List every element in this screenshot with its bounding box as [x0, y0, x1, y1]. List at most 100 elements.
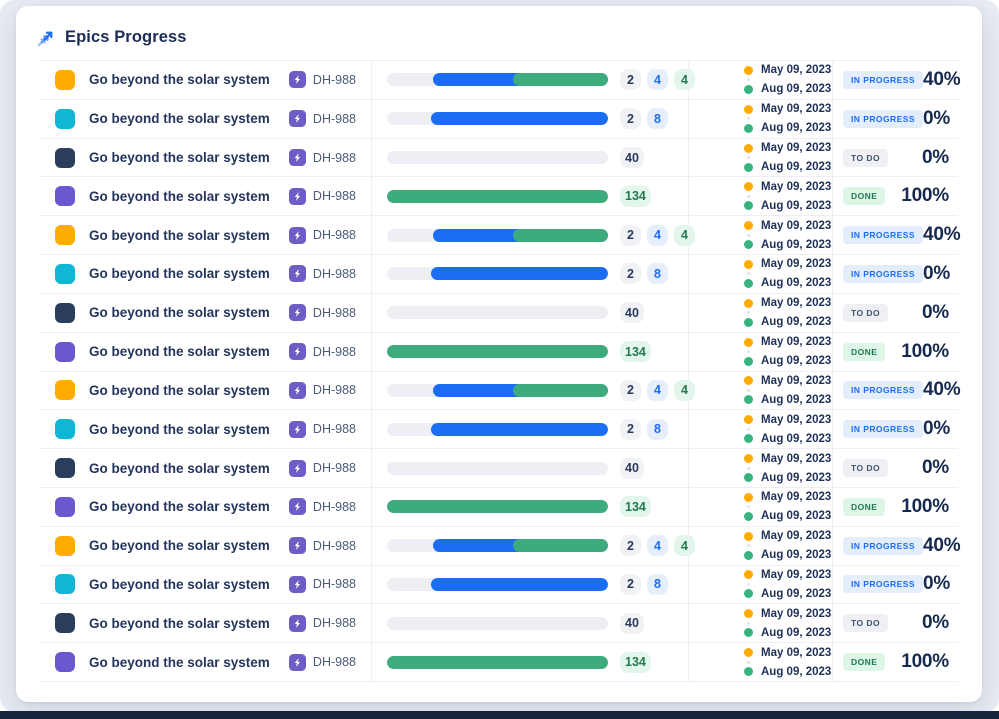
epic-row[interactable]: Go beyond the solar system DH-988 134 Ma… [40, 487, 958, 527]
epic-name-cell: Go beyond the solar system DH-988 [40, 294, 371, 332]
epic-type-icon [288, 187, 306, 205]
status-badge: IN PROGRESS [843, 575, 923, 594]
epic-key-link[interactable]: DH-988 [288, 149, 356, 167]
start-date-line: May 09, 2023 [744, 297, 831, 309]
date-range: May 09, 2023 Aug 09, 2023 [688, 410, 832, 449]
progress-cell: 134 [371, 177, 688, 216]
epic-color-square [55, 574, 75, 595]
start-date: May 09, 2023 [761, 374, 832, 387]
epic-row[interactable]: Go beyond the solar system DH-988 40 May… [40, 604, 958, 644]
epic-key-link[interactable]: DH-988 [288, 265, 356, 283]
epic-key-text: DH-988 [312, 616, 356, 631]
epic-key-link[interactable]: DH-988 [288, 71, 356, 89]
date-range: May 09, 2023 Aug 09, 2023 [688, 332, 832, 371]
progress-bar-inprogress-segment [431, 577, 608, 591]
epic-type-icon [288, 343, 306, 361]
epic-row[interactable]: Go beyond the solar system DH-988 134 Ma… [40, 332, 958, 372]
status-cell: IN PROGRESS 40% [832, 61, 961, 99]
count-badge-gray: 40 [620, 612, 644, 634]
status-cell: DONE 100% [832, 177, 958, 216]
end-date-dot [744, 84, 753, 94]
count-badge-green: 134 [620, 496, 651, 518]
end-date: Aug 09, 2023 [761, 277, 832, 290]
end-date-line: Aug 09, 2023 [744, 316, 831, 328]
epic-row[interactable]: Go beyond the solar system DH-988 134 Ma… [40, 177, 958, 217]
epic-key-link[interactable]: DH-988 [288, 653, 356, 671]
epic-key-link[interactable]: DH-988 [288, 226, 356, 244]
progress-bar-inprogress-segment [431, 112, 608, 126]
status-cell: DONE 100% [832, 332, 958, 371]
epic-key-link[interactable]: DH-988 [288, 614, 356, 632]
start-date-line: May 09, 2023 [744, 142, 831, 154]
progress-percent: 0% [923, 107, 951, 129]
end-date: Aug 09, 2023 [761, 471, 832, 484]
count-badge-gray: 40 [620, 457, 644, 479]
progress-cell: 40 [371, 604, 688, 643]
epic-title: Go beyond the solar system [89, 188, 270, 204]
progress-percent: 100% [901, 340, 949, 362]
epic-name-cell: Go beyond the solar system DH-988 [40, 61, 371, 99]
start-date: May 09, 2023 [761, 646, 832, 659]
date-connector [747, 388, 750, 392]
date-range: May 09, 2023 Aug 09, 2023 [688, 371, 832, 410]
epic-key-link[interactable]: DH-988 [288, 381, 356, 399]
status-badge: IN PROGRESS [843, 70, 923, 89]
start-date-dot [744, 609, 753, 619]
start-date-line: May 09, 2023 [744, 375, 831, 387]
progress-percent: 0% [923, 262, 951, 284]
epic-row[interactable]: Go beyond the solar system DH-988 40 May… [40, 138, 958, 178]
epic-name-cell: Go beyond the solar system DH-988 [40, 410, 371, 448]
epic-key-link[interactable]: DH-988 [288, 575, 356, 593]
count-badge-gray: 2 [620, 263, 641, 285]
epic-title: Go beyond the solar system [89, 654, 270, 670]
date-range: May 09, 2023 Aug 09, 2023 [688, 216, 832, 255]
epic-key-link[interactable]: DH-988 [288, 459, 356, 477]
end-date-line: Aug 09, 2023 [744, 122, 831, 134]
epic-key-link[interactable]: DH-988 [288, 420, 356, 438]
epic-row[interactable]: Go beyond the solar system DH-988 40 May… [40, 449, 958, 488]
epic-key-link[interactable]: DH-988 [288, 537, 356, 555]
progress-bar-done-segment [387, 655, 608, 669]
end-date: Aug 09, 2023 [761, 432, 832, 445]
date-connector [747, 660, 750, 664]
count-badge-green: 134 [620, 185, 651, 207]
date-range: May 09, 2023 Aug 09, 2023 [688, 565, 832, 604]
progress-bar [387, 151, 608, 165]
end-date-line: Aug 09, 2023 [744, 200, 831, 212]
progress-bar-done-segment [512, 383, 608, 397]
status-badge: TO DO [843, 303, 889, 322]
epic-key-link[interactable]: DH-988 [288, 498, 356, 516]
epic-color-square [55, 535, 75, 556]
progress-percent: 0% [921, 146, 949, 168]
epic-key-link[interactable]: DH-988 [288, 187, 356, 205]
end-date-dot [744, 123, 753, 133]
epic-type-icon [288, 498, 306, 516]
status-badge: TO DO [843, 148, 889, 167]
epic-key-link[interactable]: DH-988 [288, 110, 356, 128]
progress-percent: 40% [923, 379, 961, 401]
progress-bar [387, 189, 608, 203]
status-cell: TO DO 0% [832, 449, 958, 487]
epic-key-text: DH-988 [312, 266, 356, 281]
count-badge-green: 4 [674, 535, 695, 557]
end-date-dot [744, 434, 753, 444]
epic-row[interactable]: Go beyond the solar system DH-988 134 Ma… [40, 643, 958, 682]
epic-key-link[interactable]: DH-988 [288, 343, 356, 361]
status-cell: IN PROGRESS 0% [832, 565, 958, 604]
start-date: May 09, 2023 [761, 491, 832, 504]
epic-key-link[interactable]: DH-988 [288, 304, 356, 322]
epic-row[interactable]: Go beyond the solar system DH-988 40 May… [40, 293, 958, 333]
status-cell: IN PROGRESS 40% [832, 216, 961, 255]
